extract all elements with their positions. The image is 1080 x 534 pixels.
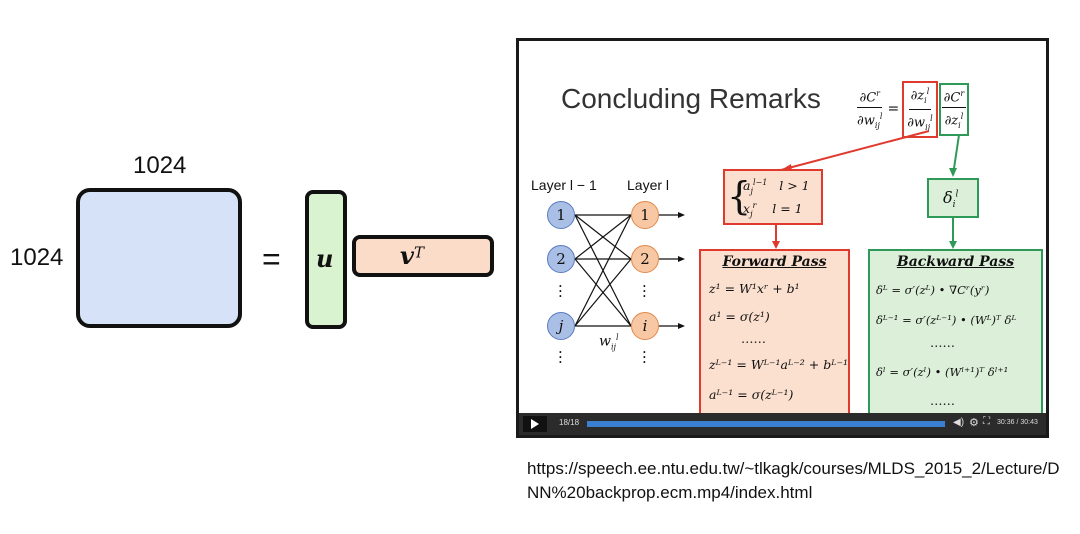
matrix-box bbox=[76, 188, 242, 328]
left-ellipsis-2: ··· bbox=[558, 343, 563, 371]
fullscreen-icon[interactable]: ⛶ bbox=[983, 416, 990, 427]
left-node-j: j bbox=[547, 312, 575, 340]
forward-line-2: a¹ = σ(z¹) bbox=[709, 309, 770, 324]
u-vector-box bbox=[305, 190, 347, 329]
play-icon bbox=[531, 419, 539, 429]
left-ellipsis-1: ··· bbox=[558, 277, 563, 305]
weight-label: wijl bbox=[599, 333, 619, 352]
forward-pass-panel: Forward Pass z¹ = W¹xʳ + b¹ a¹ = σ(z¹) …… bbox=[699, 249, 850, 421]
video-player-bar: 18/18 ◀) ⚙ ⛶ 30:36 / 30:43 bbox=[519, 413, 1046, 435]
backward-line-3: …… bbox=[930, 335, 955, 350]
right-ellipsis-2: ··· bbox=[642, 343, 647, 371]
volume-icon[interactable]: ◀) bbox=[953, 417, 965, 428]
left-node-1: 1 bbox=[547, 201, 575, 229]
backward-pass-heading: Backward Pass bbox=[896, 254, 1015, 270]
right-node-2: 2 bbox=[631, 245, 659, 273]
v-transpose-box bbox=[352, 235, 494, 277]
backward-line-2: δᴸ⁻¹ = σ′(zᴸ⁻¹) • (Wᴸ)ᵀ δᴸ bbox=[876, 313, 1017, 327]
slide-arrows bbox=[574, 130, 960, 329]
forward-line-3: …… bbox=[741, 331, 766, 346]
source-url[interactable]: https://speech.ee.ntu.edu.tw/~tlkagk/cou… bbox=[527, 459, 1060, 502]
v-label: v bbox=[400, 241, 414, 270]
backward-line-1: δᴸ = σ′(zᴸ) • ∇Cʳ(yʳ) bbox=[876, 283, 990, 297]
left-node-2: 2 bbox=[547, 245, 575, 273]
layer-left-label: Layer l − 1 bbox=[531, 177, 597, 193]
slide-title: Concluding Remarks bbox=[561, 83, 821, 114]
layer-right-label: Layer l bbox=[627, 177, 670, 193]
matrix-height-label: 1024 bbox=[10, 244, 64, 271]
equals-sign: = bbox=[262, 241, 281, 277]
activation-input-box: { ajl−1 l > 1 xjr l = 1 bbox=[723, 169, 823, 225]
backward-line-5: …… bbox=[930, 393, 955, 408]
backward-pass-panel: Backward Pass δᴸ = σ′(zᴸ) • ∇Cʳ(yʳ) δᴸ⁻¹… bbox=[868, 249, 1043, 421]
forward-line-1: z¹ = W¹xʳ + b¹ bbox=[709, 281, 800, 296]
slide-counter: 18/18 bbox=[559, 418, 580, 427]
u-label: u bbox=[316, 244, 334, 273]
right-ellipsis-1: ··· bbox=[642, 277, 647, 305]
settings-icon[interactable]: ⚙ bbox=[969, 417, 979, 429]
weight-symbol: w bbox=[599, 333, 611, 350]
chain-rule-formula: ∂Cr∂wijl = ∂zil∂wijl ∂Cr∂zil bbox=[855, 81, 970, 138]
time-display: 30:36 / 30:43 bbox=[997, 419, 1038, 426]
progress-bar[interactable] bbox=[587, 421, 945, 427]
right-node-1: 1 bbox=[631, 201, 659, 229]
right-node-i: i bbox=[631, 312, 659, 340]
v-transpose-label: vT bbox=[400, 241, 424, 270]
delta-box: δil bbox=[927, 178, 979, 218]
forward-line-4: zᴸ⁻¹ = Wᴸ⁻¹aᴸ⁻² + bᴸ⁻¹ bbox=[709, 357, 849, 372]
matrix-width-label: 1024 bbox=[133, 152, 187, 179]
play-button[interactable] bbox=[523, 416, 547, 432]
lecture-slide: Concluding Remarks ∂Cr∂wijl = ∂zil∂wijl … bbox=[516, 38, 1049, 438]
forward-pass-heading: Forward Pass bbox=[722, 254, 827, 270]
v-superscript: T bbox=[413, 243, 424, 262]
backward-line-4: δˡ = σ′(zˡ) • (Wˡ⁺¹)ᵀ δˡ⁺¹ bbox=[876, 365, 1009, 379]
forward-line-5: aᴸ⁻¹ = σ(zᴸ⁻¹) bbox=[709, 387, 794, 402]
